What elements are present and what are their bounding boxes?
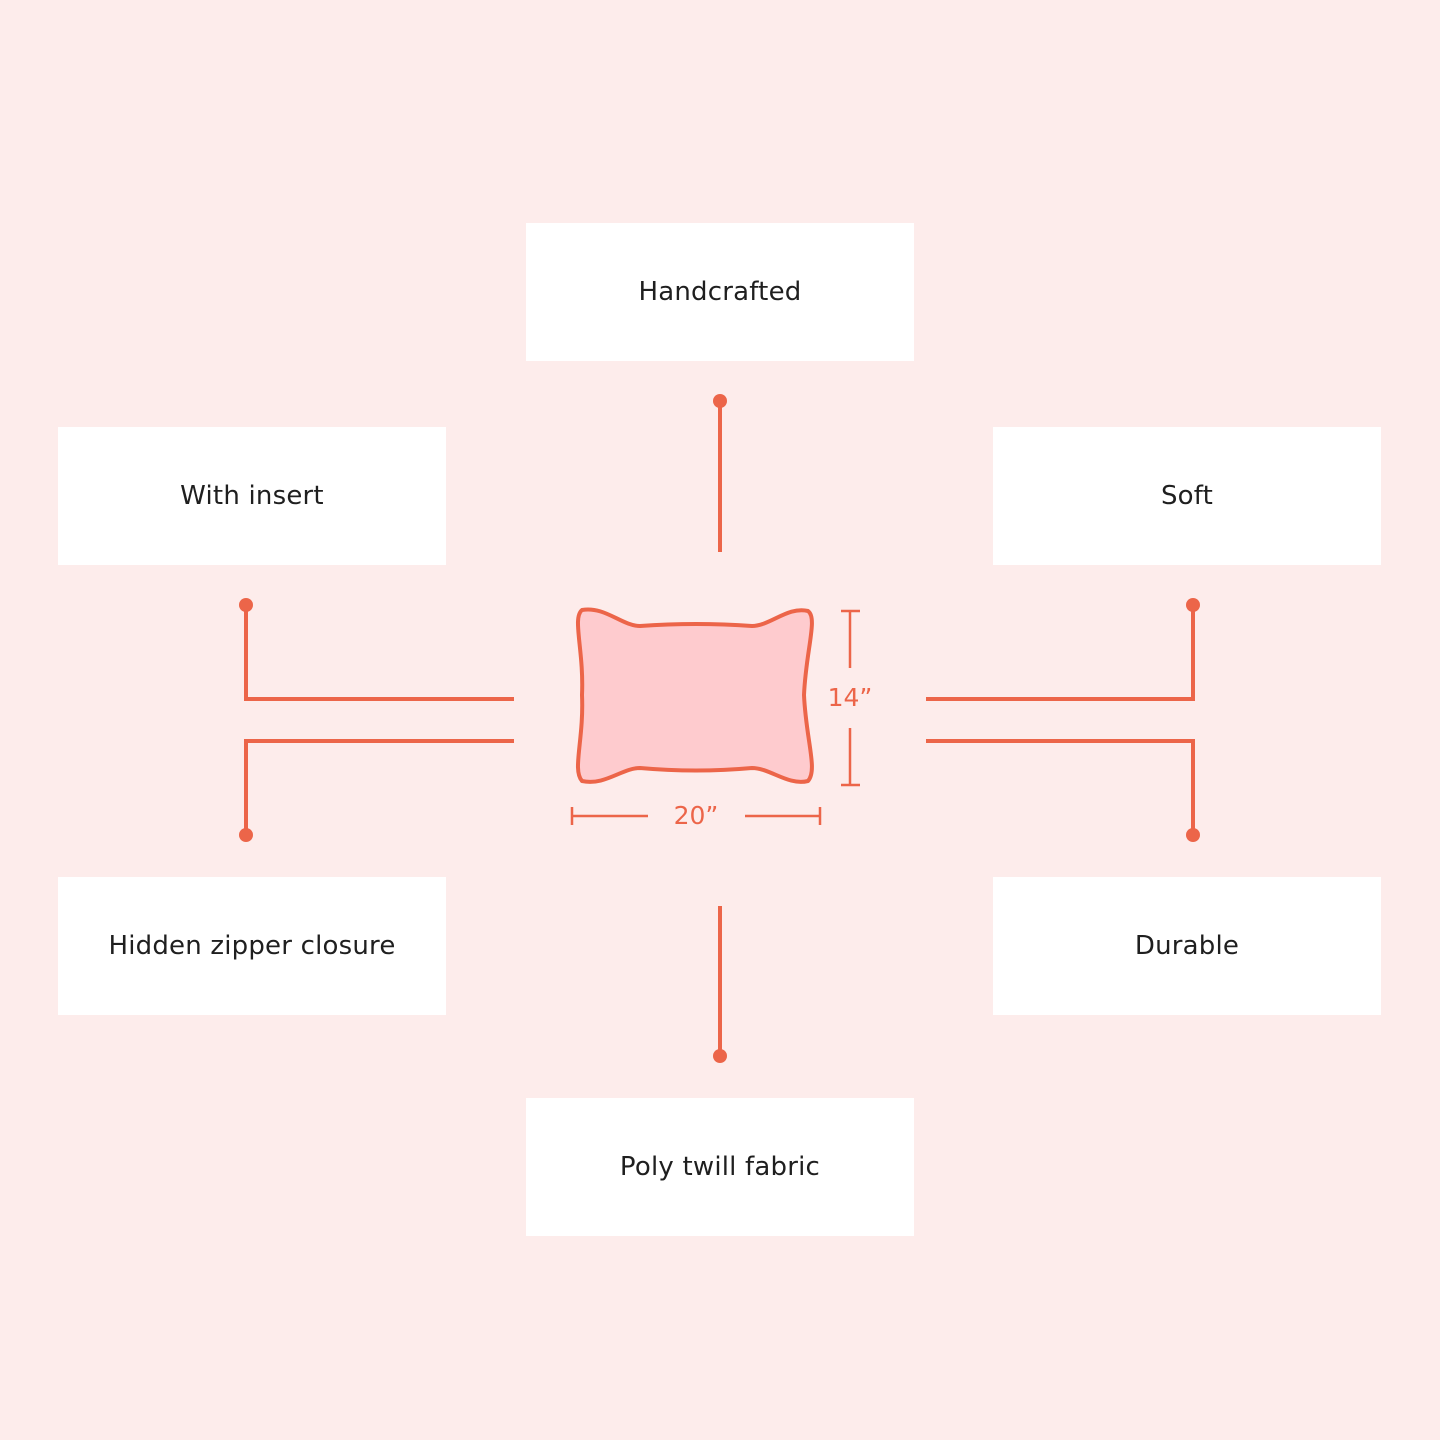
connector-dot-top-right (1186, 598, 1200, 612)
connector-top-left (244, 605, 514, 701)
feature-label-poly-twill: Poly twill fabric (619, 1152, 821, 1182)
feature-box-handcrafted: Handcrafted (526, 223, 914, 361)
connector-dot-top (713, 394, 727, 408)
feature-box-with-insert: With insert (58, 427, 446, 565)
feature-box-durable: Durable (993, 877, 1381, 1015)
feature-label-durable: Durable (1134, 931, 1240, 961)
width-dimension-label: 20” (674, 801, 719, 830)
feature-label-soft: Soft (1160, 481, 1214, 511)
feature-label-with-insert: With insert (180, 481, 324, 511)
connector-bottom-left (244, 739, 514, 835)
connector-dot-top-left (239, 598, 253, 612)
connector-dot-bottom-right (1186, 828, 1200, 842)
feature-box-soft: Soft (993, 427, 1381, 565)
height-dimension (841, 609, 860, 787)
pillow-icon (575, 607, 814, 784)
feature-box-hidden-zipper: Hidden zipper closure (58, 877, 446, 1015)
height-dimension-label: 14” (828, 683, 873, 712)
feature-label-hidden-zipper: Hidden zipper closure (108, 931, 396, 961)
connector-bottom-right (926, 739, 1195, 835)
feature-label-handcrafted: Handcrafted (638, 277, 802, 307)
connector-top-right (926, 605, 1195, 701)
connector-dot-bottom (713, 1049, 727, 1063)
connector-dot-bottom-left (239, 828, 253, 842)
feature-box-poly-twill: Poly twill fabric (526, 1098, 914, 1236)
width-dimension (570, 807, 822, 825)
